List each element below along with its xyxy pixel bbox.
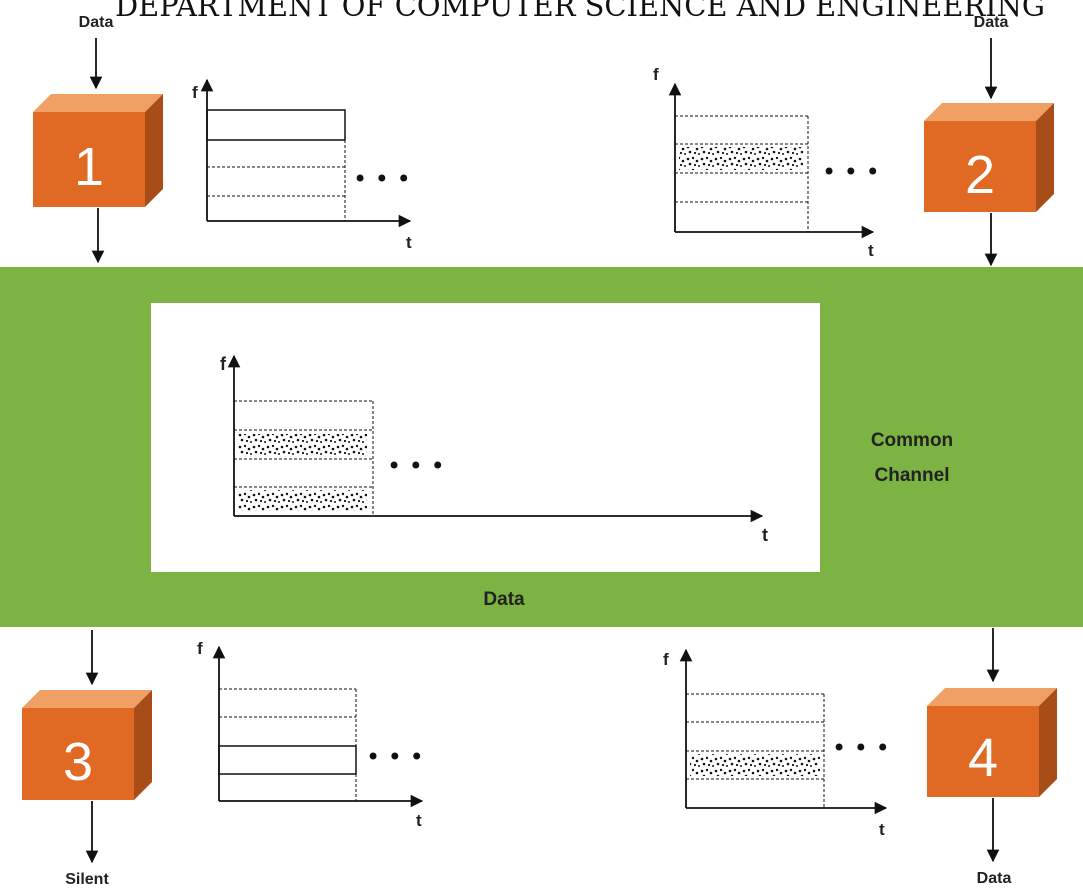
station-3-plot-active-band xyxy=(218,745,357,775)
channel-title-line1: Common xyxy=(871,430,953,451)
station-1-in-label: Data xyxy=(79,14,114,31)
channel-plot-active-band xyxy=(238,490,367,511)
station-1-plot-x-label: t xyxy=(406,233,412,252)
station-2-plot-active-band xyxy=(679,147,803,170)
station-3-box: 3 xyxy=(22,690,152,800)
channel-title-line2: Channel xyxy=(875,465,950,486)
station-3-plot: f t • • • xyxy=(197,639,424,830)
station-2-in-label: Data xyxy=(974,14,1009,31)
channel-data-label: Data xyxy=(483,589,525,610)
station-4-plot: f t • • • xyxy=(663,648,890,839)
station-3-plot-x-label: t xyxy=(416,811,422,830)
station-1-box: 1 xyxy=(33,94,163,207)
station-4-out-label: Data xyxy=(977,870,1012,887)
station-2-number: 2 xyxy=(965,145,995,205)
station-3: 3 Silent f t • • • xyxy=(22,630,424,888)
page-header: DEPARTMENT OF COMPUTER SCIENCE AND ENGIN… xyxy=(115,0,1045,24)
station-2-box: 2 xyxy=(924,103,1054,212)
channel-plot-ellipsis: • • • xyxy=(387,452,445,480)
station-1: Data 1 f t • • • xyxy=(33,14,412,264)
channel-plot-active-band xyxy=(238,434,367,455)
channel-plot: f t • • • xyxy=(220,354,768,545)
station-1-plot-active-band xyxy=(206,109,346,141)
station-3-plot-y-label: f xyxy=(197,639,203,658)
station-4-plot-y-label: f xyxy=(663,650,669,669)
station-4-plot-ellipsis: • • • xyxy=(832,734,890,762)
station-2-plot-ellipsis: • • • xyxy=(822,158,880,186)
station-4-plot-x-label: t xyxy=(879,820,885,839)
station-1-number: 1 xyxy=(74,137,104,197)
station-3-plot-ellipsis: • • • xyxy=(366,743,424,771)
station-1-plot-ellipsis: • • • xyxy=(353,165,411,193)
station-1-plot-y-label: f xyxy=(192,83,198,102)
channel-plot-y-label: f xyxy=(220,354,227,374)
station-2: Data 2 f t • • • xyxy=(653,14,1054,267)
station-2-plot-y-label: f xyxy=(653,65,659,84)
station-2-plot-x-label: t xyxy=(868,241,874,260)
station-3-number: 3 xyxy=(63,732,93,792)
station-2-plot: f t • • • xyxy=(653,65,880,260)
station-4-plot-active-band xyxy=(690,754,820,776)
station-4-number: 4 xyxy=(968,728,998,788)
station-4-box: 4 xyxy=(927,688,1057,797)
channel-plot-x-label: t xyxy=(762,525,768,545)
station-4: 4 Data f t • • • xyxy=(663,628,1057,887)
station-1-plot: f t • • • xyxy=(192,78,412,252)
station-3-out-label: Silent xyxy=(65,871,109,888)
